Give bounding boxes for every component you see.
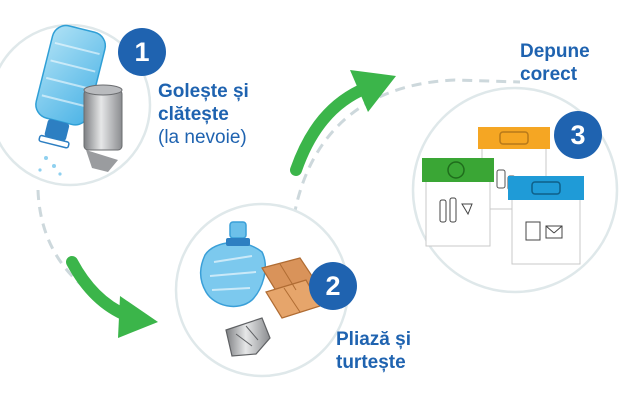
arrow-head-2 [350, 70, 396, 112]
step-1-note: (la nevoie) [158, 127, 247, 148]
water-drops-icon [38, 156, 62, 176]
arrow-step-2-to-3 [290, 82, 372, 176]
green-recycling-bin-icon [422, 158, 494, 247]
blue-recycling-bin-icon [508, 176, 584, 265]
step-3-badge: 3 [554, 111, 602, 159]
tin-can-icon [83, 84, 123, 172]
step-2-label: Pliază și turtește [336, 328, 411, 374]
arrow-head-1 [118, 296, 158, 338]
step-3-label: Depune corect [520, 40, 590, 86]
step-1-badge: 1 [118, 28, 166, 76]
step-1-title-line1: Golește și [158, 81, 249, 102]
step-2-title-line2: turtește [336, 352, 406, 373]
step-3-title-line2: corect [520, 64, 578, 85]
folded-cardboard-icon [261, 257, 321, 319]
step-2-badge: 2 [309, 262, 357, 310]
step-1-title-line2: clătește [158, 104, 229, 125]
step-2-title-line1: Pliază și [336, 329, 411, 350]
step-3-title-line1: Depune [520, 41, 590, 62]
crushed-can-icon [225, 317, 271, 357]
crushed-bottle-icon [199, 221, 266, 308]
step-1-label: Golește și clătește (la nevoie) [158, 80, 249, 149]
